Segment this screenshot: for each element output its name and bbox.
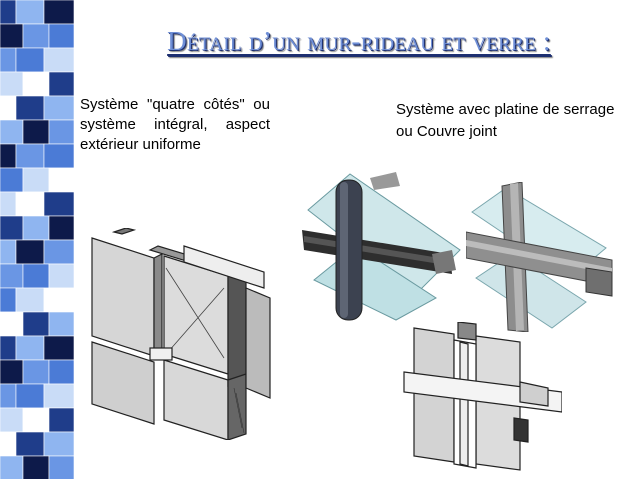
strip-tile: [15, 95, 45, 121]
strip-tile: [0, 191, 17, 217]
strip-tile: [22, 455, 50, 479]
strip-tile: [0, 311, 24, 337]
strip-tile: [0, 71, 24, 97]
strip-tile: [48, 23, 74, 49]
strip-tile: [48, 407, 74, 433]
strip-tile: [0, 359, 24, 385]
strip-tile: [43, 383, 74, 409]
strip-tile: [15, 47, 45, 73]
strip-tile: [0, 23, 24, 49]
strip-tile: [48, 455, 74, 479]
strip-tile: [0, 383, 17, 409]
strip-tile: [22, 119, 50, 145]
strip-tile: [43, 191, 74, 217]
right-caption: Système avec platine de serrage ou Couvr…: [396, 101, 615, 140]
strip-tile: [43, 287, 74, 313]
strip-tile: [15, 383, 45, 409]
strip-tile: [0, 287, 17, 313]
strip-tile: [0, 0, 17, 25]
strip-tile: [48, 167, 74, 193]
strip-tile: [15, 431, 45, 457]
strip-tile: [43, 335, 74, 361]
strip-tile: [0, 215, 24, 241]
strip-tile: [15, 143, 45, 169]
strip-tile: [0, 167, 24, 193]
strip-tile: [48, 71, 74, 97]
left-caption: Système "quatre côtés" ou système intégr…: [80, 96, 270, 153]
strip-tile: [43, 239, 74, 265]
strip-tile: [48, 359, 74, 385]
slide-title: Détail d’un mur-rideau et verre :: [167, 26, 551, 56]
strip-tile: [0, 119, 24, 145]
curtain-wall-panel-illustration: [91, 228, 271, 440]
pressure-plate-illustration: [403, 322, 562, 471]
strip-tile: [22, 263, 50, 289]
decorative-side-strip: [0, 0, 74, 479]
strip-tile: [48, 119, 74, 145]
aluminium-profile-illustration: [466, 182, 613, 332]
strip-tile: [22, 311, 50, 337]
strip-tile: [15, 239, 45, 265]
strip-tile: [48, 263, 74, 289]
strip-tile: [43, 47, 74, 73]
strip-tile: [0, 335, 17, 361]
strip-tile: [15, 287, 45, 313]
strip-tile: [0, 263, 24, 289]
strip-tile: [15, 0, 45, 25]
strip-tile: [22, 167, 50, 193]
glass-mullion-illustration: [302, 172, 461, 321]
strip-tile: [22, 215, 50, 241]
strip-tile: [48, 215, 74, 241]
strip-tile: [22, 359, 50, 385]
strip-tile: [0, 455, 24, 479]
strip-tile: [0, 47, 17, 73]
strip-tile: [43, 0, 74, 25]
strip-tile: [22, 71, 50, 97]
strip-tile: [15, 335, 45, 361]
strip-tile: [0, 407, 24, 433]
strip-tile: [0, 95, 17, 121]
strip-tile: [43, 95, 74, 121]
strip-tile: [48, 311, 74, 337]
strip-tile: [43, 143, 74, 169]
strip-tile: [0, 143, 17, 169]
strip-tile: [43, 431, 74, 457]
strip-tile: [15, 191, 45, 217]
strip-tile: [22, 407, 50, 433]
strip-tile: [0, 239, 17, 265]
strip-tile: [0, 431, 17, 457]
strip-tile: [22, 23, 50, 49]
tile-pattern-icon: [0, 0, 74, 479]
